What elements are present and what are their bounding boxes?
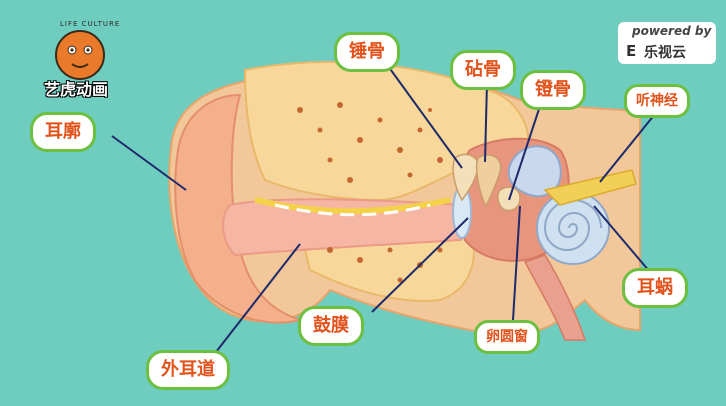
letv-logo-icon: E — [626, 42, 637, 60]
auricle-shape — [174, 93, 304, 324]
leader-cochlea — [593, 205, 651, 273]
canal-lining-white — [274, 203, 431, 217]
leader-ear-canal — [215, 243, 301, 353]
label-incus: 砧骨 — [450, 50, 516, 90]
powered-by-badge: powered by E 乐视云 — [618, 22, 716, 64]
brand-logo — [55, 30, 105, 80]
cochlea-shape — [536, 191, 610, 265]
incus-shape — [475, 154, 502, 208]
eustachian-tube — [523, 254, 587, 341]
logo-tagline: LIFE CULTURE — [60, 20, 121, 28]
label-malleus: 锤骨 — [334, 32, 400, 72]
ear-canal-shape — [222, 198, 469, 257]
leader-auditory-nerve — [599, 113, 656, 183]
bone-speckles — [297, 102, 443, 283]
ear-structure — [168, 61, 641, 341]
leader-incus — [484, 81, 488, 163]
leader-lines — [111, 65, 656, 353]
leader-eardrum — [371, 217, 469, 313]
label-ear-canal: 外耳道 — [146, 350, 230, 390]
leader-stapes — [508, 102, 542, 201]
label-stapes: 镫骨 — [520, 70, 586, 110]
label-auditory-nerve: 听神经 — [624, 84, 690, 118]
logo-mascot-icon — [55, 30, 105, 80]
label-oval-window: 卵圆窗 — [474, 320, 540, 354]
auditory-nerve-shape — [543, 169, 637, 206]
leader-auricle — [111, 135, 187, 191]
label-cochlea: 耳蜗 — [622, 268, 688, 308]
leader-oval-window — [512, 205, 521, 321]
label-eardrum: 鼓膜 — [298, 306, 364, 346]
label-auricle: 耳廓 — [30, 112, 96, 152]
platform-name: 乐视云 — [644, 45, 686, 61]
powered-by-text: powered by — [632, 24, 712, 38]
logo-brand-name: 艺虎动画 — [44, 80, 109, 99]
leader-malleus — [387, 65, 463, 169]
